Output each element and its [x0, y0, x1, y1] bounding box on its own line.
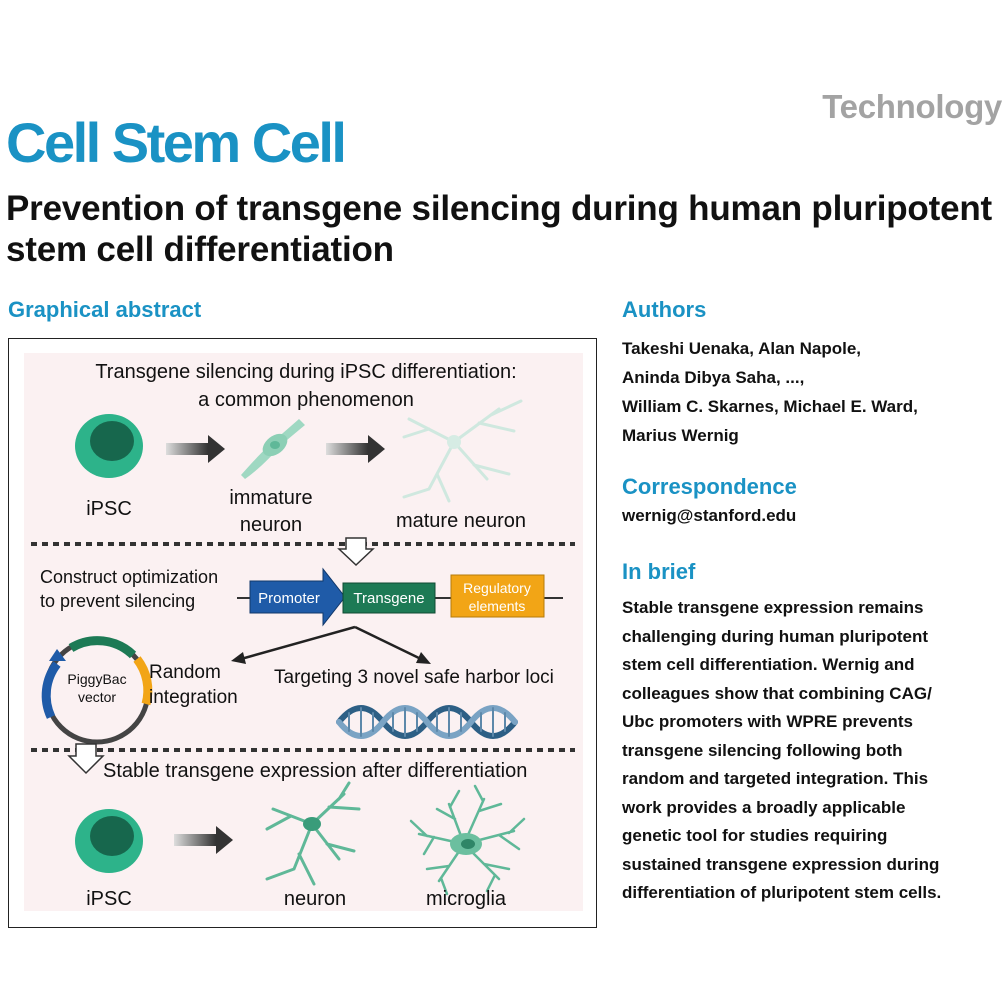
down-arrow-icon [337, 537, 375, 567]
author-line: Marius Wernig [622, 426, 739, 445]
correspondence-heading: Correspondence [622, 474, 797, 499]
microglia-label: microglia [426, 888, 507, 910]
construct-label-line1: Construct optimization [40, 567, 218, 587]
brief-line: work provides a broadly applicable [622, 797, 906, 817]
graphical-abstract-heading: Graphical abstract [8, 297, 202, 322]
gradient-arrow-icon [166, 435, 225, 463]
journal-name: Cell Stem Cell [6, 111, 347, 174]
neuron-icon [265, 781, 361, 886]
mature-neuron-icon [402, 399, 523, 503]
brief-line: Ubc promoters with WPRE prevents [622, 712, 913, 731]
brief-line: genetic tool for studies requiring [622, 826, 888, 845]
brief-line: colleagues show that combining CAG/ [622, 683, 932, 703]
transgene-block [342, 582, 436, 614]
transgene-label: Transgene [353, 590, 424, 607]
article-title: Prevention of transgene silencing during… [6, 189, 992, 269]
brief-line: Stable transgene expression remains [622, 598, 924, 617]
regulatory-label-line1: Regulatory [463, 580, 531, 596]
top-title-line2: a common phenomenon [198, 389, 414, 411]
down-arrow-icon [67, 743, 105, 775]
top-title-line1: Transgene silencing during iPSC differen… [95, 361, 516, 383]
piggybac-label-line1: PiggyBac [67, 671, 126, 687]
dna-helix-icon [336, 705, 518, 739]
section-tag: Technology [822, 88, 1002, 125]
regulatory-block [450, 574, 545, 618]
ipsc-cell-icon [75, 809, 143, 873]
graphical-abstract-figure: Transgene silencing during iPSC differen… [8, 338, 597, 928]
random-label-line2: integration [149, 687, 238, 708]
stable-expression-label: Stable transgene expression after differ… [103, 760, 527, 782]
brief-line: transgene silencing following both [622, 740, 903, 760]
author-line: William C. Skarnes, Michael E. Ward, [622, 397, 918, 416]
gradient-arrow-icon [326, 435, 385, 463]
piggybac-plasmid-icon [41, 636, 153, 745]
microglia-icon [409, 784, 526, 896]
brief-line: stem cell differentiation. Wernig and [622, 655, 915, 674]
graphical-abstract-svg: Transgene silencing during iPSC differen… [24, 353, 583, 911]
author-line: Aninda Dibya Saha, ..., [622, 368, 805, 387]
immature-neuron-icon [241, 419, 305, 479]
brief-line: sustained transgene expression during [622, 854, 940, 874]
gradient-arrow-icon [174, 826, 233, 854]
mature-label: mature neuron [396, 510, 526, 532]
author-line: Takeshi Uenaka, Alan Napole, [622, 339, 862, 358]
neuron-label: neuron [284, 888, 346, 910]
authors-heading: Authors [622, 297, 707, 322]
ipsc-bottom-label: iPSC [86, 888, 132, 910]
in-brief-heading: In brief [622, 559, 696, 584]
brief-line: random and targeted integration. This [622, 769, 929, 788]
construct-label-line2: to prevent silencing [40, 591, 195, 611]
targeting-label: Targeting 3 novel safe harbor loci [274, 667, 554, 688]
split-arrow-icon [231, 625, 431, 664]
authors-list: Takeshi Uenaka, Alan Napole, Aninda Diby… [622, 334, 1002, 450]
brief-line: differentiation of pluripotent stem cell… [622, 883, 942, 902]
ipsc-label: iPSC [86, 498, 132, 520]
immature-label-line2: neuron [240, 514, 302, 536]
immature-label-line1: immature [229, 487, 312, 509]
random-label-line1: Random [149, 662, 221, 683]
correspondence-email[interactable]: wernig@stanford.edu [622, 506, 797, 525]
promoter-label: Promoter [258, 590, 320, 607]
regulatory-label-line2: elements [469, 598, 526, 614]
in-brief-text: Stable transgene expression remains chal… [622, 594, 1002, 908]
ipsc-cell-icon [75, 414, 143, 478]
brief-line: challenging during human pluripotent [622, 626, 928, 646]
piggybac-label-line2: vector [78, 689, 116, 705]
promoter-block [249, 567, 346, 627]
